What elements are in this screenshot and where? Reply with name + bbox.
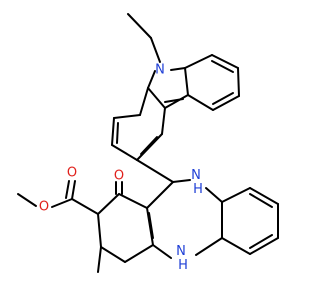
molecule-structure: N N H N H O O O	[17, 13, 279, 273]
diazepine-nh-top-label: N H	[191, 168, 205, 197]
cyclohexenone-ring	[97, 193, 154, 263]
atom-carbazole-n: N	[155, 63, 165, 78]
carbazole-left-ring	[111, 87, 166, 161]
carbazole-pyrrole-ring	[147, 67, 189, 109]
diazepine-nh-bottom-n: N	[176, 244, 186, 259]
carbazole-n-label: N	[155, 63, 165, 78]
diazepine-nh-top-n: N	[191, 168, 201, 183]
ethyl-group	[127, 13, 161, 63]
atom-diazepine-nh-bottom: N H	[176, 244, 190, 273]
ketone-bond	[115, 181, 123, 195]
benzo-ring	[221, 187, 279, 255]
diazepine-ring	[146, 179, 223, 259]
ester-group	[17, 180, 99, 215]
ketone-o-label: O	[114, 169, 124, 184]
atom-diazepine-nh-top: N H	[191, 168, 205, 197]
aryl-link-bond	[136, 159, 174, 183]
diazepine-nh-bottom-label: N H	[176, 244, 190, 273]
molecule-canvas: N N H N H O O O	[17, 13, 279, 273]
ester-carbonyl-o-label: O	[67, 166, 77, 181]
ester-ether-o-label: O	[39, 200, 49, 215]
diazepine-nh-top-h: H	[193, 182, 203, 197]
methyl-bond	[97, 246, 102, 273]
carbazole-right-ring	[184, 54, 240, 111]
diazepine-nh-bottom-h: H	[178, 258, 188, 273]
